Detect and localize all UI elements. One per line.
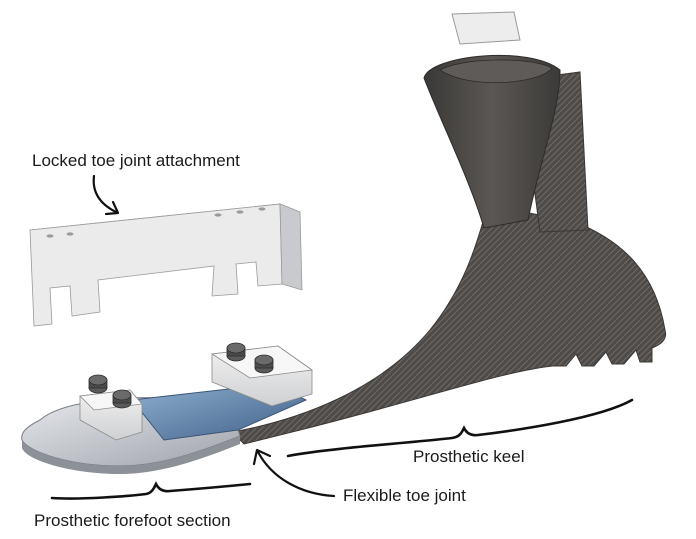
screw-icon [88, 342, 274, 409]
flexible-toe-joint-label: Flexible toe joint [343, 486, 466, 505]
curved-arrow-icon [92, 174, 336, 498]
pyramid-top-cap [439, 59, 553, 84]
keel-blade [230, 204, 667, 445]
plate-edge [22, 436, 240, 474]
locked-toe-joint-attachment [28, 203, 303, 327]
pyramid-adapter [423, 54, 561, 229]
bolt-hole-icon [46, 207, 266, 238]
attachment-front-face [29, 203, 283, 327]
prosthetic-forefoot [21, 342, 314, 474]
prosthetic-forefoot-section-label: Prosthetic forefoot section [34, 511, 231, 530]
top-cushion [451, 11, 521, 45]
curly-brace-icon [286, 398, 634, 458]
curly-brace-icon [50, 481, 252, 500]
prosthetic-keel-label: Prosthetic keel [413, 447, 525, 466]
locked-toe-joint-attachment-label: Locked toe joint attachment [32, 151, 240, 170]
prosthetic-keel [230, 11, 667, 445]
attachment-side-face [279, 203, 303, 291]
